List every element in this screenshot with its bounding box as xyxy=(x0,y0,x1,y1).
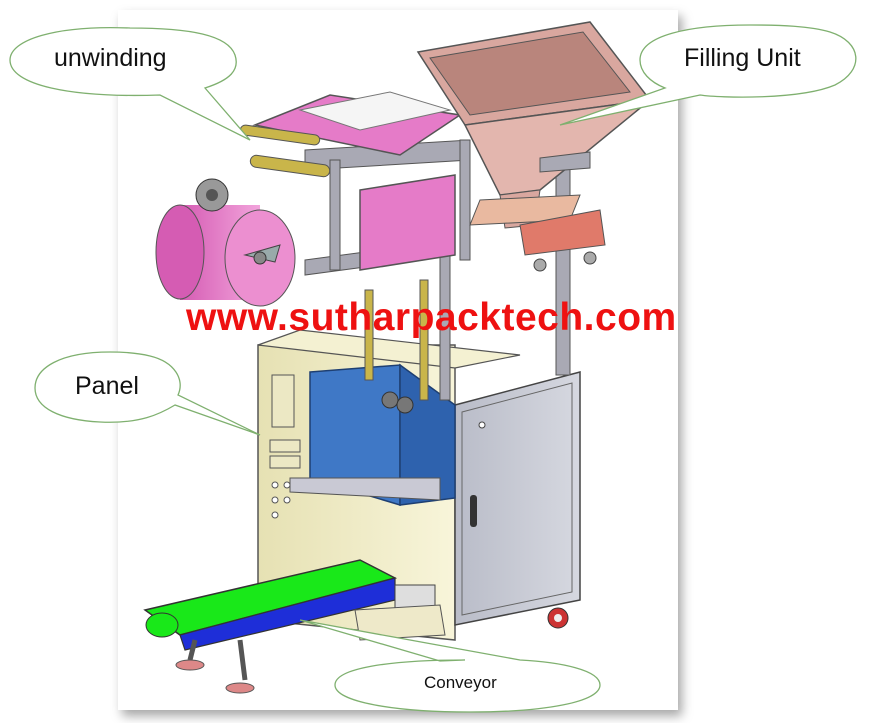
blue-panel-door xyxy=(289,363,456,507)
callout-conveyor xyxy=(299,619,601,713)
film-feed-assembly xyxy=(239,91,463,271)
callout-label-panel: Panel xyxy=(75,372,139,400)
callout-unwinding xyxy=(9,26,251,141)
callout-label-unwinding: unwinding xyxy=(54,44,167,72)
callout-filling-unit xyxy=(559,24,857,126)
film-roll xyxy=(155,178,296,307)
website-watermark: www.sutharpacktech.com xyxy=(186,296,677,339)
callout-panel xyxy=(34,351,261,436)
callout-label-filling-unit: Filling Unit xyxy=(684,44,801,72)
conveyor xyxy=(143,559,446,694)
callout-label-conveyor: Conveyor xyxy=(424,673,497,692)
filling-hopper xyxy=(416,21,653,272)
machine-side-door xyxy=(454,371,581,629)
